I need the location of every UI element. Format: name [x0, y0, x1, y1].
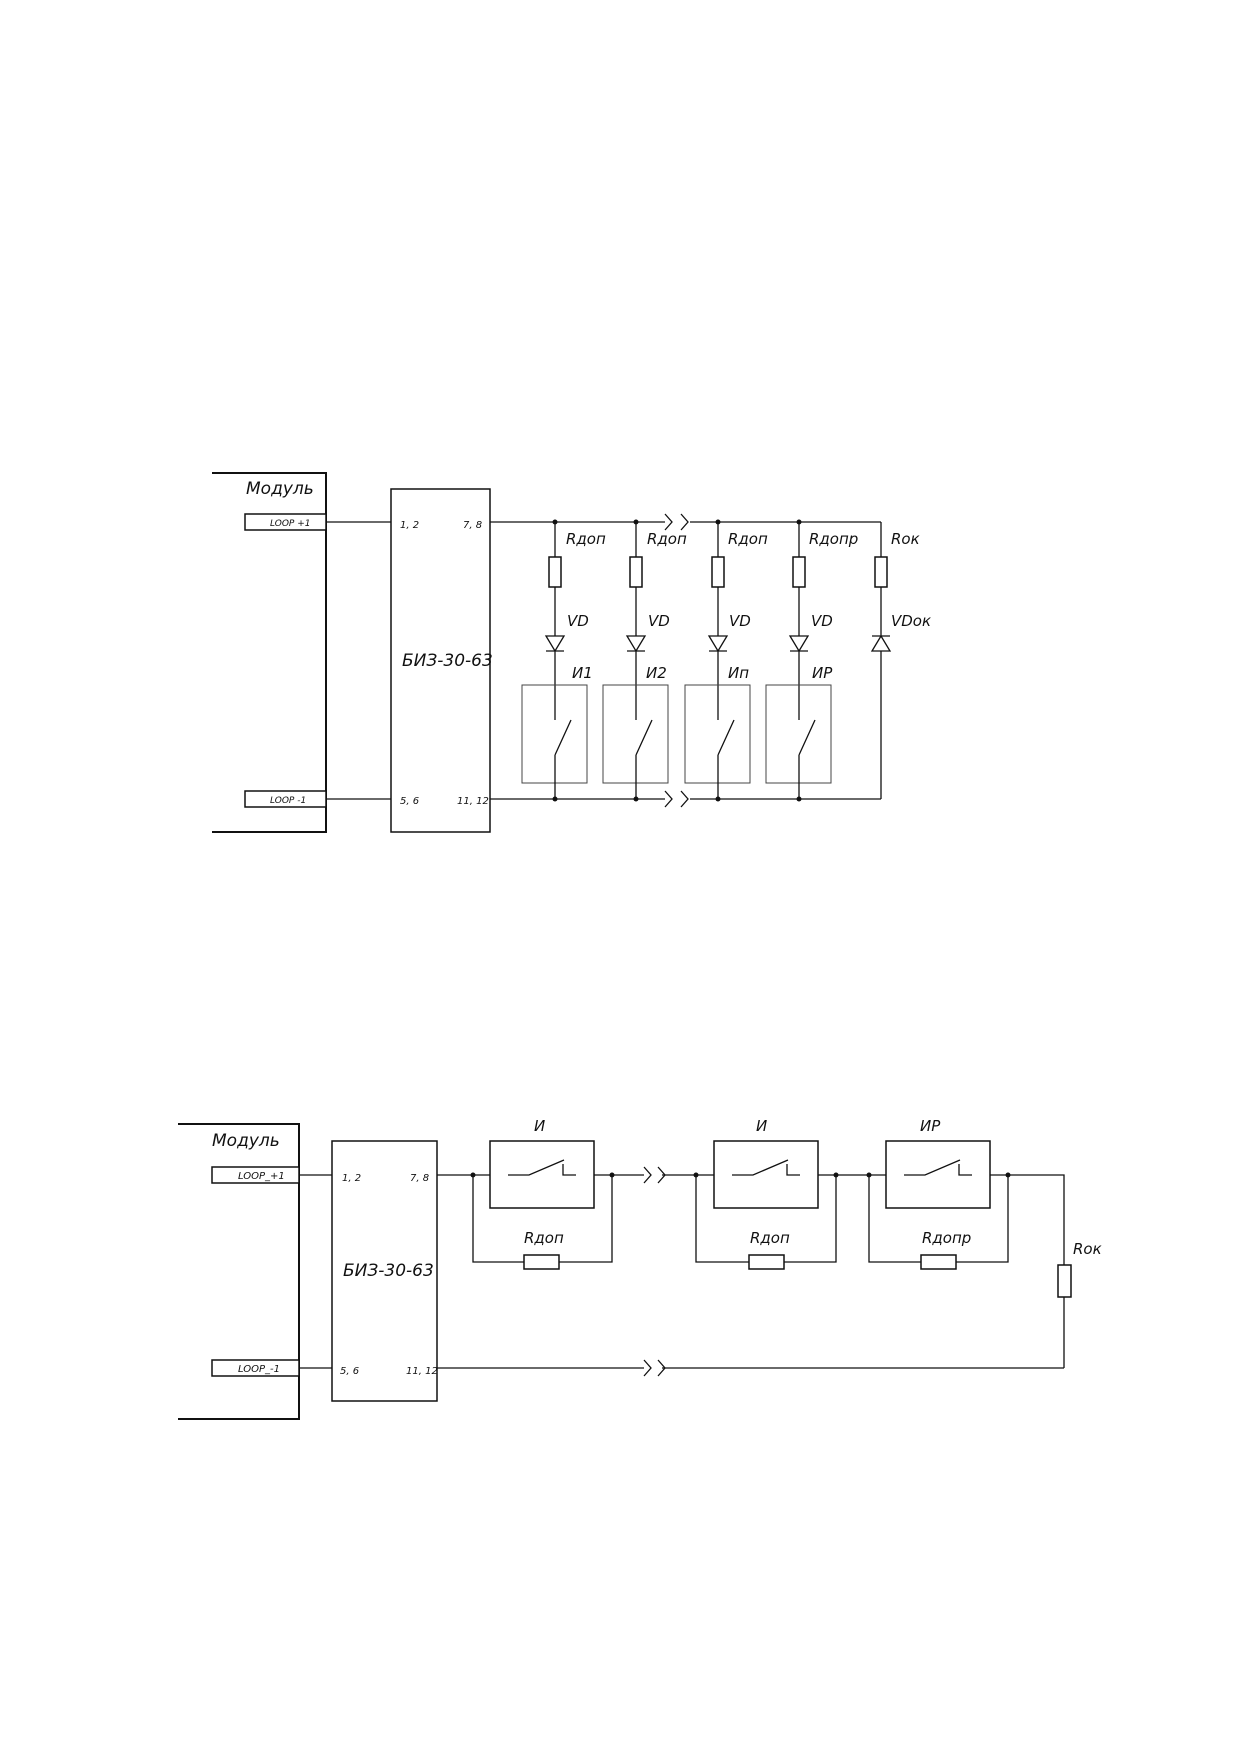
- detector-label: И1: [572, 664, 593, 682]
- detector-box: [885, 1140, 991, 1209]
- switch: [554, 719, 572, 799]
- series-detector-3: ИР Rдопр: [866, 1117, 1011, 1270]
- detector-label: И2: [646, 664, 667, 682]
- resistor-label: Rдоп: [728, 530, 768, 548]
- bypass-resistor: [748, 1254, 785, 1270]
- resistor: [711, 556, 725, 588]
- resistor-label: Rдоп: [566, 530, 606, 548]
- biz-block-label: БИЗ-30-63: [402, 651, 493, 671]
- pin-out-top: 7, 8: [463, 520, 482, 531]
- loop-minus-label: LOOP -1: [270, 796, 306, 806]
- diode-label: VD: [648, 612, 670, 630]
- pin-out-bottom: 11, 12: [457, 796, 489, 807]
- detector-label: Ип: [728, 664, 749, 682]
- module-label: Модуль: [212, 1131, 280, 1151]
- diode: [788, 635, 810, 653]
- top-break-mark: [643, 1166, 666, 1184]
- diode: [544, 635, 566, 653]
- branch-4: Rдопр VD ИР: [765, 519, 858, 802]
- pin-out-bottom: 11, 12: [406, 1366, 438, 1377]
- bypass-resistor-label: Rдопр: [922, 1229, 971, 1247]
- module-frame: [178, 1123, 300, 1420]
- resistor-label: Rдоп: [647, 530, 687, 548]
- bottom-break-mark: [664, 790, 689, 808]
- branch-2: Rдоп VD И2: [602, 519, 687, 802]
- bypass-wire: [695, 1175, 837, 1263]
- pin-in-top: 1, 2: [342, 1173, 361, 1184]
- biz-block: [331, 1140, 438, 1402]
- diode-label: VD: [729, 612, 751, 630]
- diode: [707, 635, 729, 653]
- switch: [732, 1159, 800, 1176]
- top-break-mark: [664, 513, 689, 531]
- loop-plus-label: LOOP_+1: [238, 1171, 285, 1182]
- end-resistor: [1057, 1264, 1072, 1298]
- pin-in-bottom: 5, 6: [400, 796, 419, 807]
- detector-label: ИР: [812, 664, 833, 682]
- switch: [508, 1159, 576, 1176]
- switch: [904, 1159, 972, 1176]
- pin-in-bottom: 5, 6: [340, 1366, 359, 1377]
- bypass-resistor-label: Rдоп: [750, 1229, 790, 1247]
- resistor: [629, 556, 643, 588]
- bypass-resistor: [920, 1254, 957, 1270]
- diagram-parallel: Модуль LOOP +1 LOOP -1 БИЗ-30-63 1, 2 7,…: [212, 472, 931, 833]
- resistor: [548, 556, 562, 588]
- pin-out-top: 7, 8: [410, 1173, 429, 1184]
- bypass-wire: [868, 1175, 1009, 1263]
- detector-box: [489, 1140, 595, 1209]
- branch-1: Rдоп VD И1: [521, 519, 606, 802]
- end-of-line-branch: Rок VDок: [870, 522, 931, 799]
- pin-in-top: 1, 2: [400, 520, 419, 531]
- end-resistor: [874, 556, 888, 588]
- detector-label: И: [534, 1117, 545, 1135]
- series-detector-2: И Rдоп: [693, 1117, 839, 1270]
- bottom-break-mark: [643, 1359, 666, 1377]
- detector-label: И: [756, 1117, 767, 1135]
- biz-block: [390, 488, 491, 833]
- switch: [717, 719, 735, 799]
- resistor-label: Rдопр: [809, 530, 858, 548]
- bypass-wire: [472, 1175, 613, 1263]
- diagram-series: Модуль LOOP_+1 LOOP_-1 БИЗ-30-63 1, 2 7,…: [178, 1117, 1102, 1420]
- bypass-resistor-label: Rдоп: [524, 1229, 564, 1247]
- diode-label: VD: [811, 612, 833, 630]
- resistor: [792, 556, 806, 588]
- biz-block-label: БИЗ-30-63: [343, 1261, 434, 1281]
- detector-box: [713, 1140, 819, 1209]
- loop-plus-label: LOOP +1: [270, 519, 310, 529]
- diode-label: VD: [567, 612, 589, 630]
- module-frame: [212, 472, 327, 833]
- series-detector-1: И Rдоп: [470, 1117, 615, 1270]
- branch-3: Rдоп VD Ип: [684, 519, 768, 802]
- end-resistor-label: Rок: [1073, 1240, 1102, 1258]
- end-diode: [870, 634, 892, 652]
- module-label: Модуль: [246, 479, 314, 499]
- bypass-resistor: [523, 1254, 560, 1270]
- switch: [798, 719, 816, 799]
- detector-label: ИР: [920, 1117, 941, 1135]
- end-diode-label: VDок: [891, 612, 931, 630]
- end-resistor-label: Rок: [891, 530, 920, 548]
- diode: [625, 635, 647, 653]
- loop-minus-label: LOOP_-1: [238, 1364, 280, 1375]
- switch: [635, 719, 653, 799]
